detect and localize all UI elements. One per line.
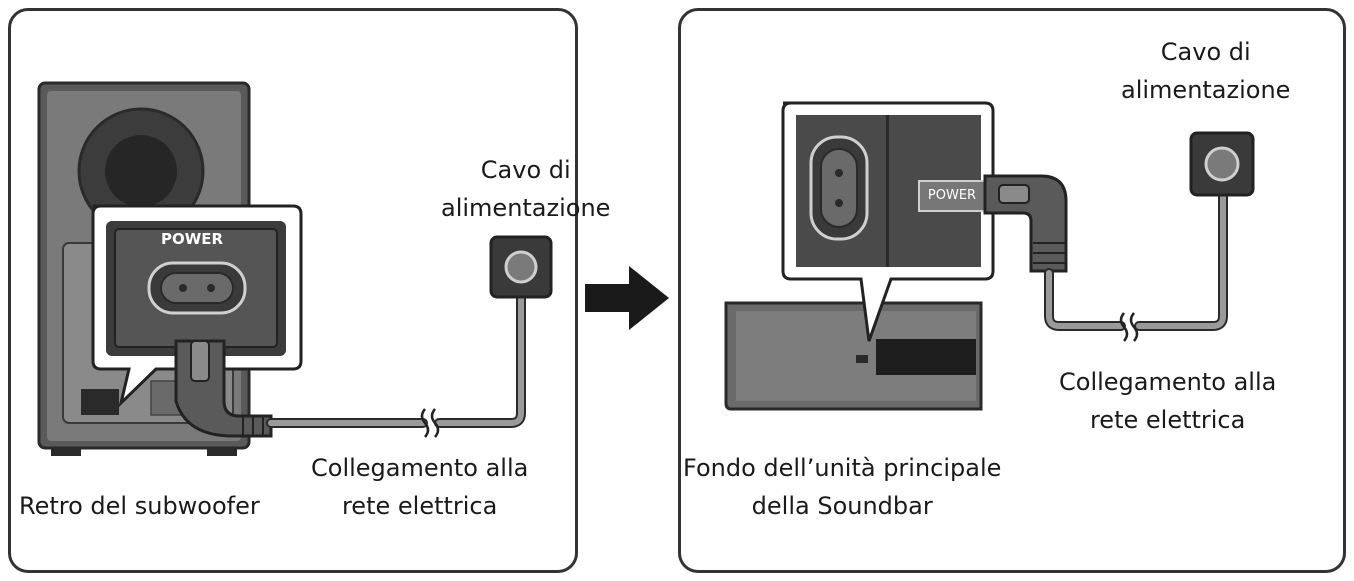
- soundbar-connection-panel: Cavo di alimentazione Collegamento alla …: [678, 8, 1346, 573]
- arrow-right-icon: [585, 266, 669, 330]
- soundbar-display: [876, 339, 976, 375]
- soundbar-illustration: [724, 101, 1255, 411]
- subwoofer-illustration: [37, 81, 553, 456]
- woofer-cone: [105, 135, 177, 207]
- power-label: POWER: [927, 188, 977, 203]
- small-socket: [81, 389, 119, 415]
- subwoofer-connection-panel: Cavo di alimentazione Collegamento alla …: [8, 8, 610, 573]
- outlet-label: Collegamento alla rete elettrica: [1059, 368, 1277, 434]
- power-label: POWER: [161, 230, 224, 248]
- subwoofer-caption: Retro del subwoofer: [19, 492, 260, 520]
- soundbar-caption: Fondo dell’unità principale della Soundb…: [683, 454, 1002, 520]
- cable-label: Cavo di alimentazione: [1121, 38, 1291, 104]
- outlet-label: Collegamento alla rete elettrica: [311, 454, 529, 520]
- cable-label: Cavo di alimentazione: [441, 156, 611, 222]
